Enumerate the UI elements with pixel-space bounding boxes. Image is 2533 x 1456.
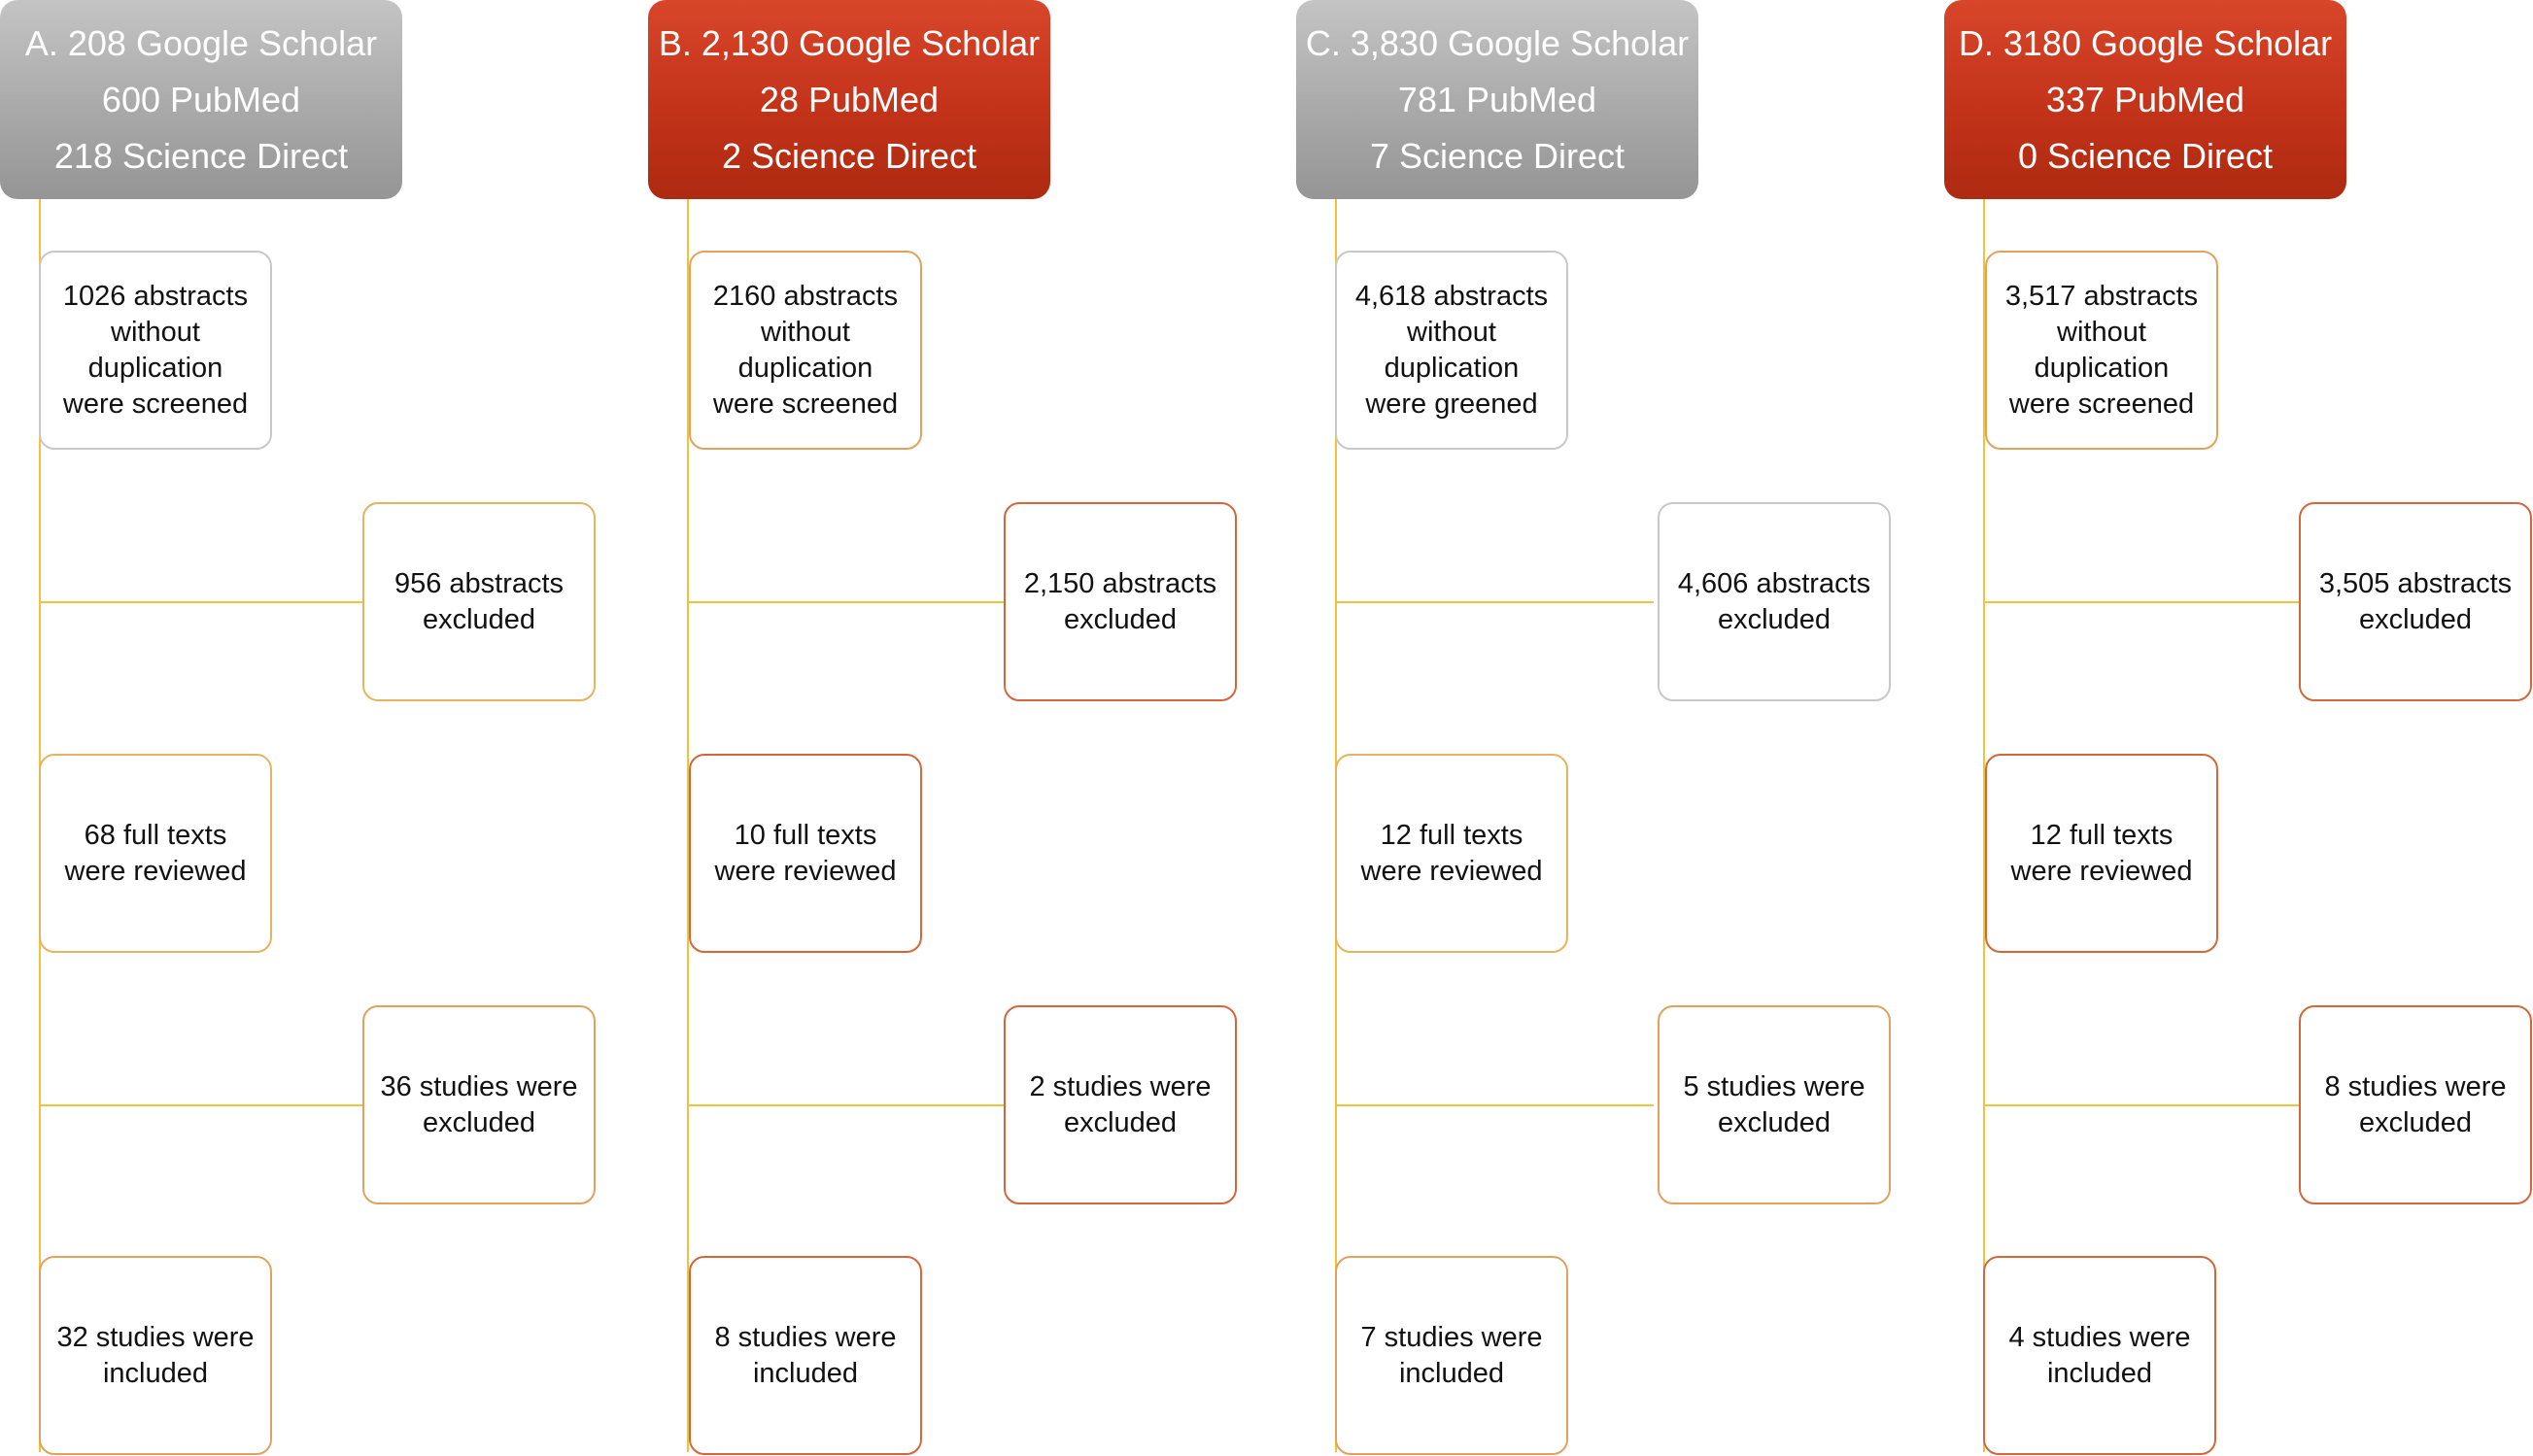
box-line: excluded (1063, 603, 1178, 635)
box-line: 36 studies were (380, 1070, 578, 1102)
box-line: 4,606 abstracts (1677, 567, 1871, 599)
abstracts-excluded-box: 4,606 abstracts excluded (1658, 502, 1891, 701)
box-line: were screened (62, 388, 249, 420)
box-line: included (2046, 1357, 2153, 1389)
included-box: 7 studies were included (1335, 1256, 1568, 1455)
box-line: excluded (422, 1106, 536, 1138)
connector-branch (39, 601, 363, 603)
header-line: B. 2,130 Google Scholar (658, 22, 1041, 63)
box-line: 3,505 abstracts (2318, 567, 2513, 599)
box-line: were reviewed (64, 855, 247, 887)
box-line: excluded (2358, 1106, 2473, 1138)
box-line: without (1407, 316, 1496, 348)
box-line: 68 full texts (84, 819, 227, 851)
connector-branch (1335, 601, 1654, 603)
box-line: included (752, 1357, 859, 1389)
box-line: were reviewed (714, 855, 897, 887)
box-line: 7 studies were (1360, 1321, 1543, 1353)
box-line: excluded (422, 603, 536, 635)
box-line: were screened (712, 388, 899, 420)
box-line: excluded (2358, 603, 2473, 635)
box-line: were reviewed (2010, 855, 2193, 887)
box-line: 2 studies were (1029, 1070, 1212, 1102)
screened-box: 1026 abstracts without duplication were … (39, 251, 272, 450)
box-line: excluded (1063, 1106, 1178, 1138)
flow-column-c: C. 3,830 Google Scholar 781 PubMed 7 Sci… (1296, 0, 1937, 1456)
header-line: 600 PubMed (101, 79, 301, 119)
header-line: D. 3180 Google Scholar (1958, 22, 2333, 63)
box-line: 32 studies were (56, 1321, 255, 1353)
abstracts-excluded-box: 3,505 abstracts excluded (2299, 502, 2532, 701)
box-line: were reviewed (1360, 855, 1543, 887)
box-line: 4 studies were (2008, 1321, 2191, 1353)
studies-excluded-box: 8 studies were excluded (2299, 1005, 2532, 1204)
box-line: 5 studies were (1683, 1070, 1866, 1102)
box-line: were greened (1365, 388, 1538, 420)
box-line: were screened (2008, 388, 2195, 420)
box-line: duplication (1384, 352, 1520, 384)
connector-branch (687, 1104, 1006, 1106)
screened-box: 3,517 abstracts without duplication were… (1985, 251, 2218, 450)
box-line: 3,517 abstracts (2004, 280, 2199, 312)
connector-branch (1983, 601, 2299, 603)
screened-box: 2160 abstracts without duplication were … (689, 251, 922, 450)
header-line: 781 PubMed (1397, 79, 1597, 119)
box-line: included (1398, 1357, 1505, 1389)
full-texts-box: 12 full texts were reviewed (1985, 754, 2218, 953)
header-line: 218 Science Direct (53, 135, 349, 176)
abstracts-excluded-box: 2,150 abstracts excluded (1004, 502, 1237, 701)
box-line: 8 studies were (2324, 1070, 2507, 1102)
included-box: 32 studies were included (39, 1256, 272, 1455)
full-texts-box: 68 full texts were reviewed (39, 754, 272, 953)
box-line: included (102, 1357, 209, 1389)
header-line: 28 PubMed (759, 79, 940, 119)
connector-branch (1983, 1104, 2299, 1106)
box-line: 1026 abstracts (62, 280, 249, 312)
connector-spine (687, 199, 689, 1452)
box-line: duplication (87, 352, 223, 384)
abstracts-excluded-box: 956 abstracts excluded (362, 502, 596, 701)
column-header: A. 208 Google Scholar 600 PubMed 218 Sci… (0, 0, 402, 199)
header-line: A. 208 Google Scholar (24, 22, 378, 63)
studies-excluded-box: 5 studies were excluded (1658, 1005, 1891, 1204)
connector-branch (39, 1104, 363, 1106)
connector-branch (687, 601, 1006, 603)
box-line: 12 full texts (2030, 819, 2174, 851)
studies-excluded-box: 36 studies were excluded (362, 1005, 596, 1204)
box-line: 2160 abstracts (712, 280, 899, 312)
flow-column-b: B. 2,130 Google Scholar 28 PubMed 2 Scie… (648, 0, 1289, 1456)
column-header: B. 2,130 Google Scholar 28 PubMed 2 Scie… (648, 0, 1050, 199)
box-line: without (2057, 316, 2146, 348)
column-header: C. 3,830 Google Scholar 781 PubMed 7 Sci… (1296, 0, 1698, 199)
box-line: 10 full texts (734, 819, 877, 851)
box-line: 2,150 abstracts (1023, 567, 1217, 599)
column-header: D. 3180 Google Scholar 337 PubMed 0 Scie… (1944, 0, 2346, 199)
included-box: 4 studies were included (1983, 1256, 2216, 1455)
box-line: without (761, 316, 850, 348)
connector-spine (1983, 199, 1985, 1452)
box-line: duplication (2034, 352, 2170, 384)
box-line: excluded (1717, 603, 1831, 635)
box-line: 12 full texts (1380, 819, 1523, 851)
included-box: 8 studies were included (689, 1256, 922, 1455)
header-line: C. 3,830 Google Scholar (1305, 22, 1690, 63)
full-texts-box: 10 full texts were reviewed (689, 754, 922, 953)
box-line: 4,618 abstracts (1354, 280, 1549, 312)
header-line: 337 PubMed (2045, 79, 2245, 119)
header-line: 2 Science Direct (721, 135, 977, 176)
box-line: duplication (737, 352, 873, 384)
box-line: without (111, 316, 200, 348)
screened-box: 4,618 abstracts without duplication were… (1335, 251, 1568, 450)
box-line: 8 studies were (714, 1321, 897, 1353)
flow-column-d: D. 3180 Google Scholar 337 PubMed 0 Scie… (1944, 0, 2533, 1456)
header-line: 7 Science Direct (1369, 135, 1626, 176)
box-line: excluded (1717, 1106, 1831, 1138)
box-line: 956 abstracts (394, 567, 565, 599)
header-line: 0 Science Direct (2017, 135, 2274, 176)
studies-excluded-box: 2 studies were excluded (1004, 1005, 1237, 1204)
full-texts-box: 12 full texts were reviewed (1335, 754, 1568, 953)
flow-column-a: A. 208 Google Scholar 600 PubMed 218 Sci… (0, 0, 641, 1456)
connector-branch (1335, 1104, 1654, 1106)
